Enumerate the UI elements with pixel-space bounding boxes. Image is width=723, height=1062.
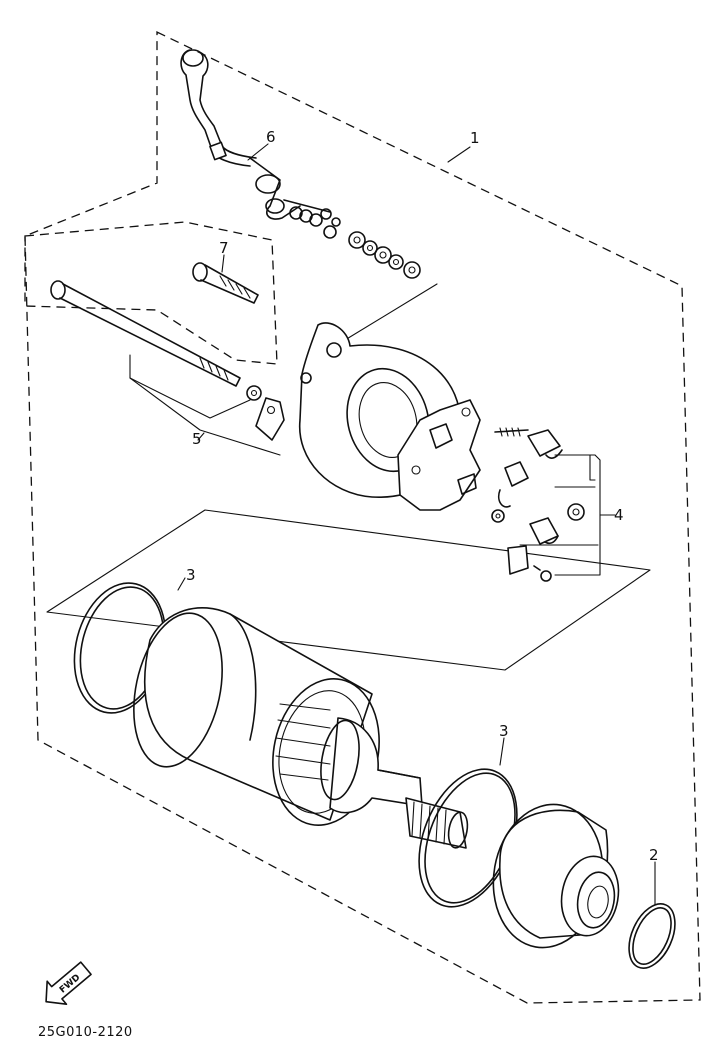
callout-6: 6: [266, 128, 276, 146]
bolt-subgroup-outline: [24, 221, 278, 365]
lead-wire-part-6: [180, 49, 341, 239]
callout-4: 4: [614, 506, 624, 524]
callout-5: 5: [192, 430, 202, 448]
callout-3-lower: 3: [499, 722, 509, 740]
assembly-outline-1: [24, 30, 701, 1004]
callout-2: 2: [649, 846, 659, 864]
callout-3-upper: 3: [186, 566, 196, 584]
brush-set-part-4: [491, 427, 585, 582]
callout-1: 1: [470, 129, 480, 147]
washer-set: [348, 231, 421, 279]
front-cover: [492, 803, 620, 949]
bolt-part-7: [192, 262, 259, 304]
leader-lines: [46, 143, 656, 906]
rear-cover-brush-holder: [298, 322, 481, 511]
o-ring-part-2: [628, 903, 676, 969]
fwd-arrow-icon: FWD: [45, 961, 92, 1006]
callout-7: 7: [219, 239, 229, 257]
through-bolt-part-5: [50, 280, 285, 441]
diagram-code: 25G010-2120: [38, 1025, 133, 1040]
armature: [275, 703, 469, 849]
